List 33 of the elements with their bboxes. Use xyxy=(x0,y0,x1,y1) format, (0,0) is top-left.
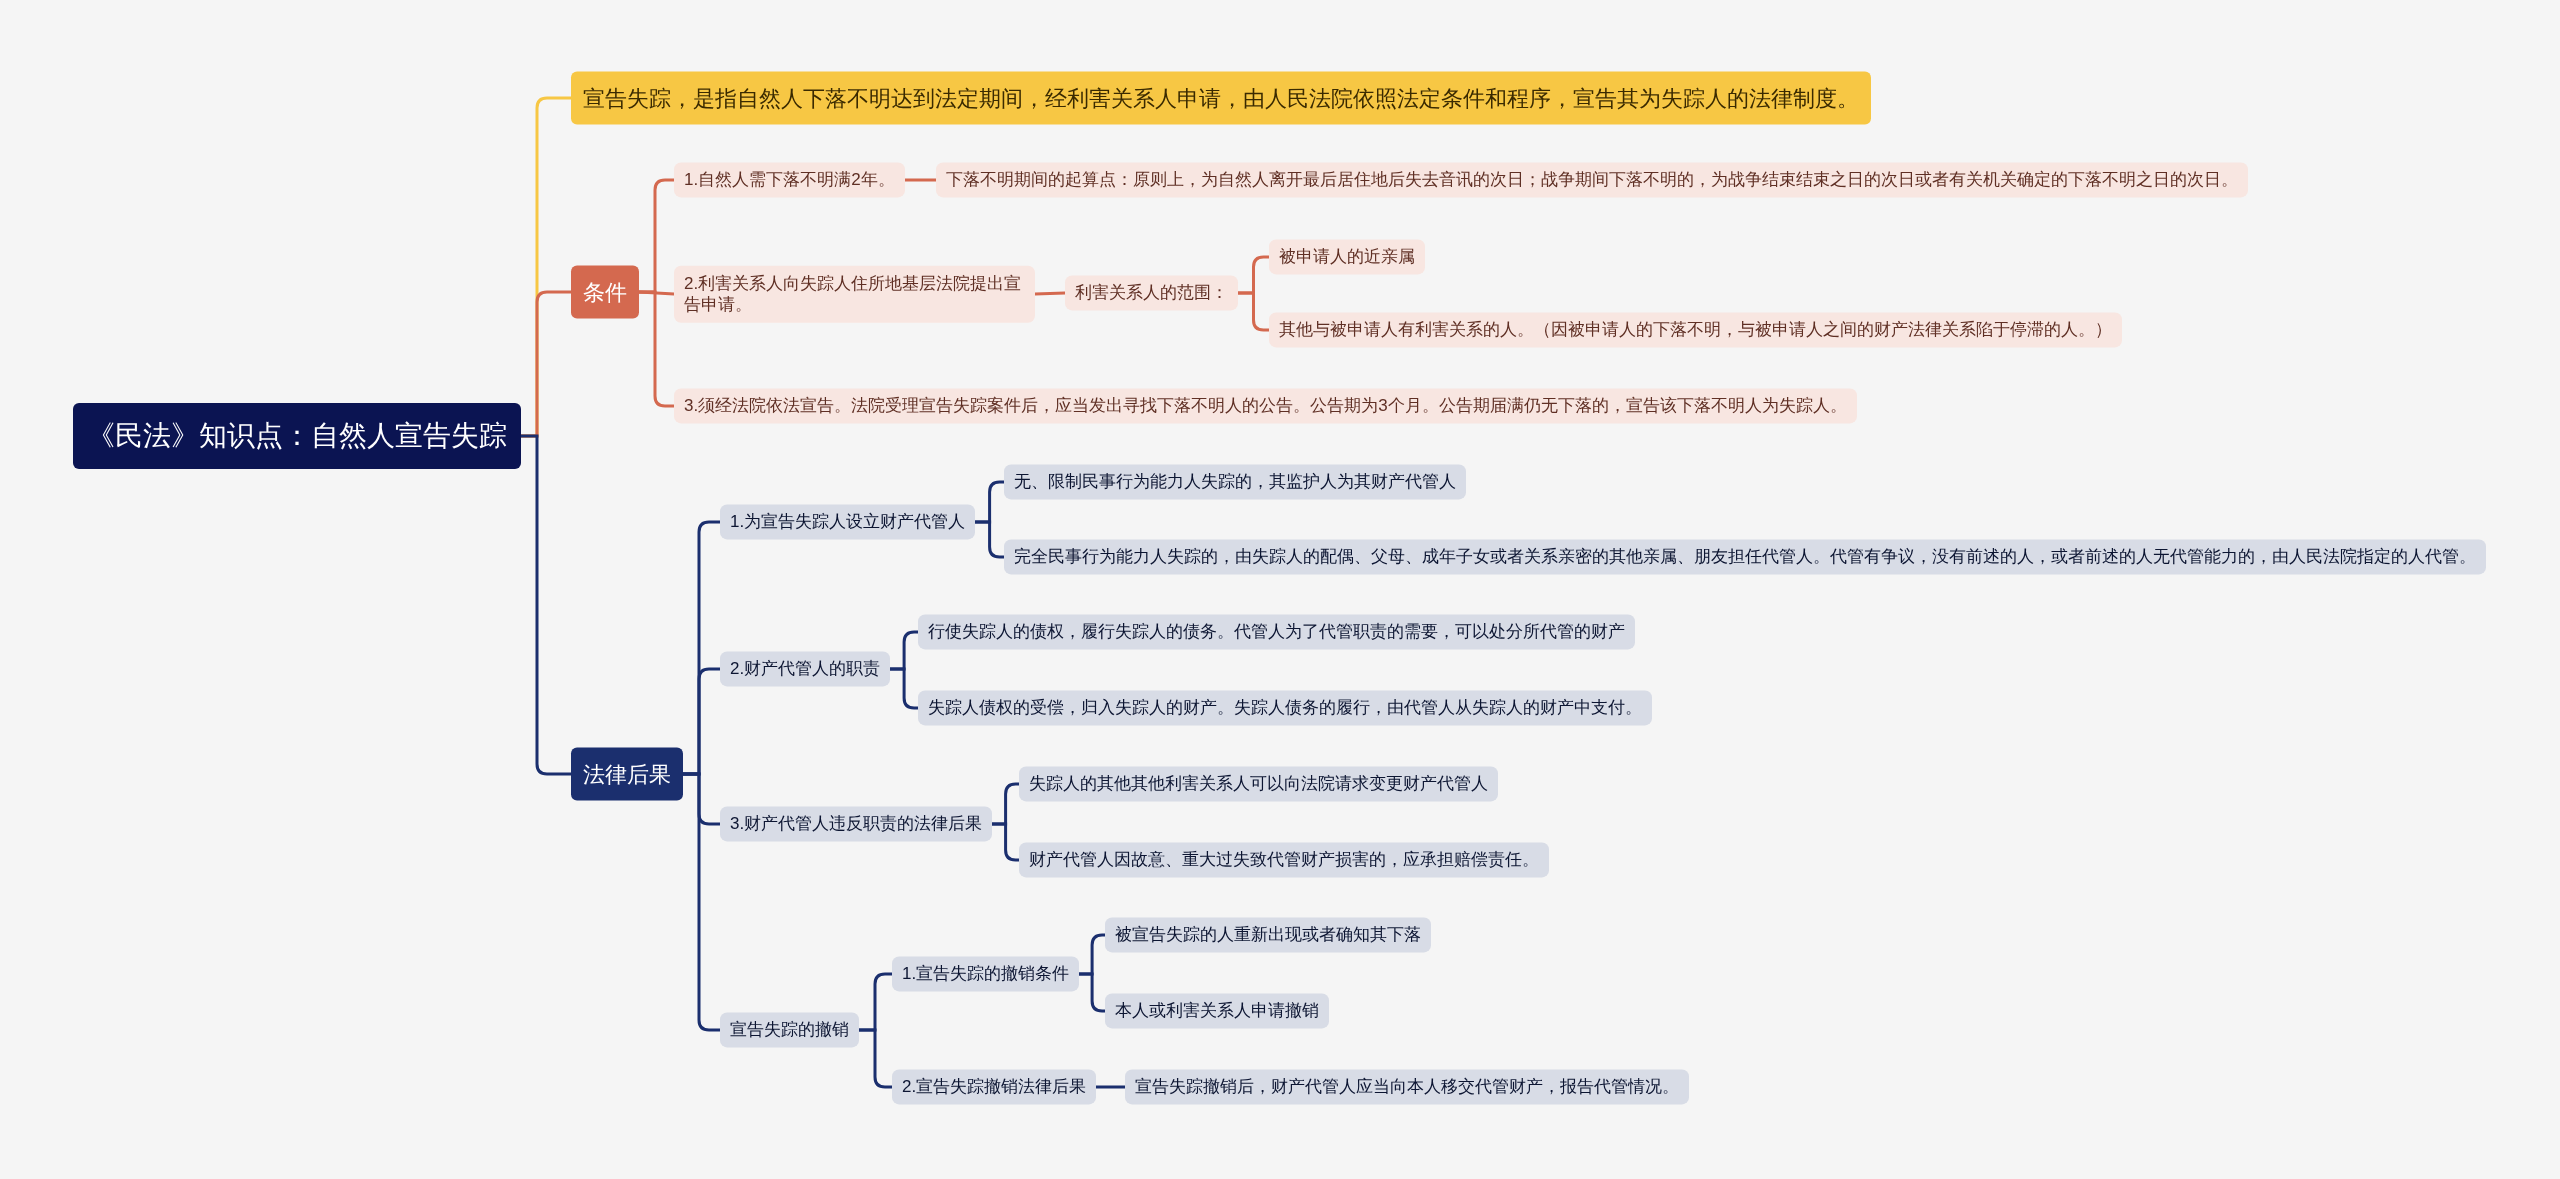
subtopic-box: 被宣告失踪的人重新出现或者确知其下落 xyxy=(1105,917,1431,953)
connector-line xyxy=(681,772,722,1032)
subtopic-box: 2.宣告失踪撤销法律后果 xyxy=(892,1069,1097,1105)
subtopic-box: 完全民事行为能力人失踪的，由失踪人的配偶、父母、成年子女或者关系亲密的其他亲属、朋友担任代管人。代管有争议，没有前述的人，或者前述的人无代管能力的，由人民法院指定的人代管。 xyxy=(1004,539,2486,575)
subtopic-box: 本人或利害关系人申请撤销 xyxy=(1105,993,1329,1029)
main-topic: 宣告失踪，是指自然人下落不明达到法定期间，经利害关系人申请，由人民法院依照法定条件和程序，宣告其为失踪人的法律制度。 xyxy=(571,71,1871,125)
subtopic-box: 利害关系人的范围： xyxy=(1065,275,1238,311)
subtopic-box: 下落不明期间的起算点：原则上，为自然人离开最后居住地后失去音讯的次日；战争期间下落不明的，为战争结束结束之日的次日或者有关机关确定的下落不明之日的次日。 xyxy=(936,162,2248,198)
connector-line xyxy=(1033,291,1067,296)
subtopic-box: 3.须经法院依法宣告。法院受理宣告失踪案件后，应当发出寻找下落不明人的公告。公告期为3个月。公告期届满仍无下落的，宣告该下落不明人为失踪人。 xyxy=(674,388,1857,424)
subtopic-box: 被申请人的近亲属 xyxy=(1269,239,1425,275)
subtopic-box: 1.自然人需下落不明满2年。 xyxy=(674,162,905,198)
subtopic-box: 失踪人的其他其他利害关系人可以向法院请求变更财产代管人 xyxy=(1019,766,1498,802)
connector-line xyxy=(1236,291,1271,332)
subtopic-box: 其他与被申请人有利害关系的人。（因被申请人的下落不明，与被申请人之间的财产法律关系陷于停滞的人。） xyxy=(1269,312,2122,348)
central-topic: 《民法》知识点：自然人宣告失踪 xyxy=(73,403,521,469)
main-topic: 条件 xyxy=(571,265,639,319)
connector-line xyxy=(857,1028,894,1089)
subtopic-box: 行使失踪人的债权，履行失踪人的债务。代管人为了代管职责的需要，可以处分所代管的财产 xyxy=(918,614,1635,650)
connector-line xyxy=(519,434,573,776)
connector-line xyxy=(903,178,938,182)
subtopic-box: 失踪人债权的受偿，归入失踪人的财产。失踪人债务的履行，由代管人从失踪人的财产中支付。 xyxy=(918,690,1652,726)
subtopic-box: 无、限制民事行为能力人失踪的，其监护人为其财产代管人 xyxy=(1004,464,1466,500)
subtopic-box: 1.宣告失踪的撤销条件 xyxy=(892,956,1080,992)
subtopic-box: 2.财产代管人的职责 xyxy=(720,651,891,687)
subtopic-box: 宣告失踪的撤销 xyxy=(720,1012,859,1048)
main-topic: 法律后果 xyxy=(571,747,683,801)
subtopic-box: 2.利害关系人向失踪人住所地基层法院提出宣告申请。 xyxy=(674,265,1035,323)
subtopic-box: 1.为宣告失踪人设立财产代管人 xyxy=(720,504,976,540)
subtopic-box: 财产代管人因故意、重大过失致代管财产损害的，应承担赔偿责任。 xyxy=(1019,842,1549,878)
subtopic-box: 3.财产代管人违反职责的法律后果 xyxy=(720,806,993,842)
subtopic-box: 宣告失踪撤销后，财产代管人应当向本人移交代管财产，报告代管情况。 xyxy=(1125,1069,1689,1105)
connector-line xyxy=(637,290,676,408)
